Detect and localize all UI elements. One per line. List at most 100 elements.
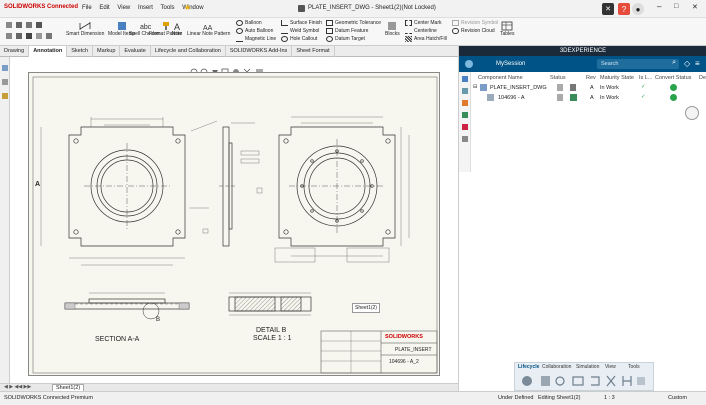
close-panel-icon[interactable]: ✕ bbox=[602, 3, 614, 15]
tab-lifecycle[interactable]: Lifecycle and Collaboration bbox=[151, 46, 226, 57]
tab-view[interactable]: View bbox=[605, 364, 616, 370]
centerline-button[interactable]: Centerline bbox=[405, 27, 447, 35]
title-block-brand: SOLIDWORKS bbox=[385, 334, 423, 340]
datum-feature-label: Datum Feature bbox=[335, 28, 369, 34]
blocks-button[interactable]: Blocks bbox=[385, 21, 400, 37]
menu-edit[interactable]: Edit bbox=[99, 5, 110, 11]
center-mark-button[interactable]: Center Mark bbox=[405, 19, 447, 27]
col-maturity[interactable]: Maturity State bbox=[600, 75, 634, 81]
datum-target-button[interactable]: Datum Target bbox=[326, 35, 381, 43]
row-rev: A bbox=[590, 85, 594, 91]
session-icon[interactable] bbox=[465, 60, 473, 68]
surface-finish-button[interactable]: Surface Finish bbox=[281, 19, 322, 27]
compass-icon[interactable] bbox=[685, 106, 699, 120]
smart-dimension-button[interactable]: Smart Dimension bbox=[66, 21, 104, 37]
row-name: PLATE_INSERT_DWG bbox=[490, 85, 547, 91]
tab-drawing[interactable]: Drawing bbox=[0, 46, 30, 57]
help-icon[interactable]: ? bbox=[618, 3, 630, 15]
auto-balloon-button[interactable]: Auto Balloon bbox=[236, 27, 276, 35]
col-convert-status[interactable]: Convert Status bbox=[655, 75, 692, 81]
revision-symbol-button[interactable]: Revision Symbol bbox=[452, 19, 498, 27]
status-scale[interactable]: 1 : 3 bbox=[604, 395, 615, 401]
title-block-name: PLATE_INSERT bbox=[395, 347, 432, 353]
expand-icon[interactable]: ⊟ bbox=[473, 84, 478, 90]
surface-finish-label: Surface Finish bbox=[290, 20, 322, 26]
panel-side-icons[interactable] bbox=[459, 72, 471, 172]
tables-button[interactable]: Tables bbox=[500, 21, 514, 37]
col-description[interactable]: De bbox=[699, 75, 706, 81]
tab-sketch[interactable]: Sketch bbox=[67, 46, 94, 57]
quick-access-icons[interactable] bbox=[4, 20, 64, 44]
feature-manager-icons[interactable] bbox=[0, 57, 10, 157]
magnetic-line-button[interactable]: Magnetic Line bbox=[236, 35, 276, 43]
geometric-tolerance-button[interactable]: Geometric Tolerance bbox=[326, 19, 381, 27]
weld-symbol-button[interactable]: Weld Symbol bbox=[281, 27, 322, 35]
menu-tools[interactable]: Tools bbox=[160, 5, 175, 11]
magnetic-line-icon bbox=[236, 36, 243, 42]
menu-view[interactable]: View bbox=[117, 5, 131, 11]
model-items-label: Model Items bbox=[108, 31, 136, 37]
note-button[interactable]: A Note bbox=[171, 21, 183, 37]
col-rev[interactable]: Rev bbox=[586, 75, 596, 81]
tab-tools[interactable]: Tools bbox=[628, 364, 640, 370]
format-painter-label: Format Painter bbox=[149, 31, 183, 37]
section-label: SECTION A-A bbox=[95, 336, 140, 343]
lifecycle-action-icons[interactable] bbox=[519, 373, 649, 389]
balloon-button[interactable]: Balloon bbox=[236, 19, 276, 27]
table-row[interactable]: ⊟ PLATE_INSERT_DWG A In Work ✓ bbox=[471, 83, 706, 93]
maximize-icon[interactable]: □ bbox=[674, 3, 679, 10]
tab-evaluate[interactable]: Evaluate bbox=[120, 46, 151, 57]
panel-header: 3DEXPERIENCE bbox=[459, 46, 706, 56]
spell-checker-button[interactable]: abc Spell Checker bbox=[129, 21, 160, 37]
side-view bbox=[219, 122, 263, 247]
table-row[interactable]: 104696 - A A In Work ✓ bbox=[471, 93, 706, 103]
linear-note-pattern-button[interactable]: AA Linear Note Pattern bbox=[187, 21, 230, 37]
sheet-tab-bar: ◀ ▶ ◀◀ ▶▶ Sheet1(2) bbox=[0, 383, 458, 392]
settings-icon[interactable]: ≡ bbox=[695, 59, 700, 68]
search-field[interactable]: Search ⌕ bbox=[597, 59, 679, 69]
col-status[interactable]: Status bbox=[550, 75, 566, 81]
sheet-nav-arrows[interactable]: ◀ ▶ ◀◀ ▶▶ bbox=[4, 384, 32, 390]
search-icon[interactable]: ⌕ bbox=[672, 59, 676, 66]
user-icon[interactable]: ● bbox=[632, 3, 644, 15]
ribbon-col4: Center Mark Centerline Area Hatch/Fill bbox=[405, 19, 447, 43]
menu-file[interactable]: File bbox=[82, 5, 92, 11]
menu-window[interactable]: Window bbox=[182, 5, 204, 11]
quick-access bbox=[4, 20, 64, 44]
tab-sheet-format[interactable]: Sheet Format bbox=[292, 46, 335, 57]
tab-simulation[interactable]: Simulation bbox=[576, 364, 600, 370]
svg-text:A: A bbox=[174, 22, 180, 31]
status-product: SOLIDWORKS Connected Premium bbox=[4, 395, 93, 401]
col-is-locked[interactable]: Is L... bbox=[639, 75, 653, 81]
centerline-icon bbox=[405, 28, 412, 34]
ribbon-col2: Surface Finish Weld Symbol Hole Callout bbox=[281, 19, 322, 43]
minimize-icon[interactable]: – bbox=[657, 2, 662, 11]
hole-callout-button[interactable]: Hole Callout bbox=[281, 35, 322, 43]
tab-collaboration[interactable]: Collaboration bbox=[542, 364, 572, 370]
col-component-name[interactable]: Component Name bbox=[478, 75, 523, 81]
menu-insert[interactable]: Insert bbox=[137, 5, 153, 11]
datum-feature-button[interactable]: Datum Feature bbox=[326, 27, 381, 35]
command-manager: Smart Dimension Model Items abc Spell Ch… bbox=[0, 18, 706, 46]
format-painter-icon bbox=[162, 22, 169, 30]
row-rev: A bbox=[590, 95, 594, 101]
tab-addins[interactable]: SOLIDWORKS Add-Ins bbox=[226, 46, 293, 57]
pin-icon[interactable]: ★ bbox=[184, 3, 192, 12]
status-units[interactable]: Custom bbox=[668, 395, 687, 401]
session-label[interactable]: MySession bbox=[496, 61, 526, 67]
area-hatch-button[interactable]: Area Hatch/Fill bbox=[405, 35, 447, 43]
lock-icon bbox=[570, 84, 576, 91]
geometric-tolerance-icon bbox=[326, 20, 333, 26]
tab-lifecycle-bar[interactable]: Lifecycle bbox=[518, 364, 540, 370]
drawing-sheet[interactable]: SECTION A-A DETAIL B SCALE 1 : 1 A B SOL… bbox=[28, 72, 440, 376]
tab-markup[interactable]: Markup bbox=[93, 46, 121, 57]
revision-cloud-button[interactable]: Revision Cloud bbox=[452, 27, 498, 35]
tab-annotation[interactable]: Annotation bbox=[29, 46, 68, 57]
tag-icon[interactable]: ◇ bbox=[684, 59, 691, 68]
format-painter-button[interactable]: Format Painter bbox=[149, 21, 182, 37]
panel-side-toolbar bbox=[459, 72, 471, 172]
detail-label: DETAIL B bbox=[256, 327, 287, 334]
model-items-button[interactable]: Model Items bbox=[108, 21, 135, 37]
close-icon[interactable]: ✕ bbox=[692, 4, 698, 11]
magnetic-line-label: Magnetic Line bbox=[245, 36, 277, 42]
